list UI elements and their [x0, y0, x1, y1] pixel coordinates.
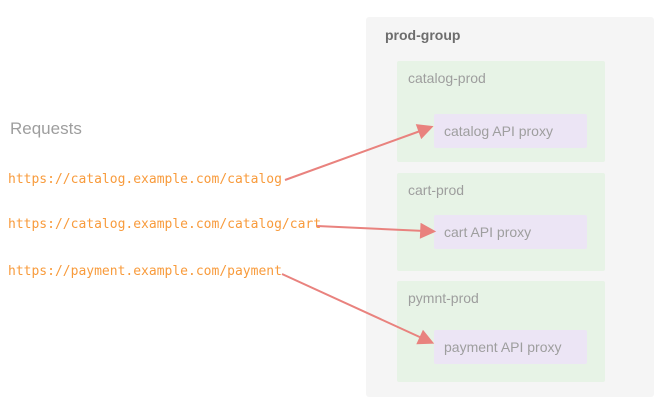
- environment-cart-prod-label: cart-prod: [408, 182, 465, 198]
- cart-api-proxy-box: cart API proxy: [434, 215, 587, 249]
- environment-catalog-prod-label: catalog-prod: [408, 70, 486, 86]
- catalog-api-proxy-box: catalog API proxy: [434, 114, 587, 148]
- payment-api-proxy-label: payment API proxy: [444, 339, 562, 355]
- cart-api-proxy-label: cart API proxy: [444, 224, 532, 240]
- catalog-api-proxy-label: catalog API proxy: [444, 123, 553, 139]
- request-url-payment: https://payment.example.com/payment: [8, 264, 282, 279]
- payment-api-proxy-box: payment API proxy: [434, 330, 587, 364]
- requests-heading: Requests: [10, 119, 82, 138]
- request-url-catalog: https://catalog.example.com/catalog: [8, 172, 282, 187]
- prod-group-container: prod-group catalog-prod catalog API prox…: [366, 17, 654, 397]
- environment-pymnt-prod-label: pymnt-prod: [408, 290, 479, 306]
- prod-group-title: prod-group: [385, 27, 461, 43]
- environment-pymnt-prod: pymnt-prod payment API proxy: [397, 281, 605, 382]
- environment-cart-prod: cart-prod cart API proxy: [397, 173, 605, 271]
- environment-catalog-prod: catalog-prod catalog API proxy: [397, 61, 605, 162]
- request-url-catalog-cart: https://catalog.example.com/catalog/cart: [8, 217, 322, 232]
